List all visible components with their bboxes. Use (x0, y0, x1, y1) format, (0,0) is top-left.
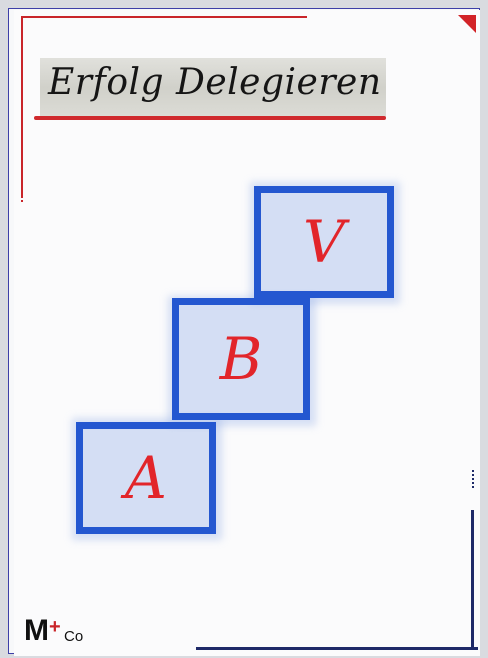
navy-dots-decoration (472, 470, 474, 488)
right-navy-border (471, 510, 474, 650)
box-v: V (254, 186, 394, 298)
left-red-border (21, 16, 23, 196)
letter-b: B (179, 330, 303, 388)
top-red-border (21, 16, 307, 18)
red-dots-decoration (21, 192, 23, 202)
letter-v: V (261, 213, 387, 271)
letter-a: A (83, 449, 209, 507)
logo-plus: + (49, 616, 61, 639)
logo-main: M (24, 614, 49, 648)
logo: M + Co (24, 614, 94, 648)
title-underline (34, 116, 386, 120)
red-corner-triangle (458, 15, 476, 33)
box-b: B (172, 298, 310, 420)
box-a: A (76, 422, 216, 534)
page-title: Erfolg Delegieren (48, 62, 388, 103)
logo-sub: Co (64, 628, 83, 645)
bottom-navy-border (196, 647, 478, 650)
